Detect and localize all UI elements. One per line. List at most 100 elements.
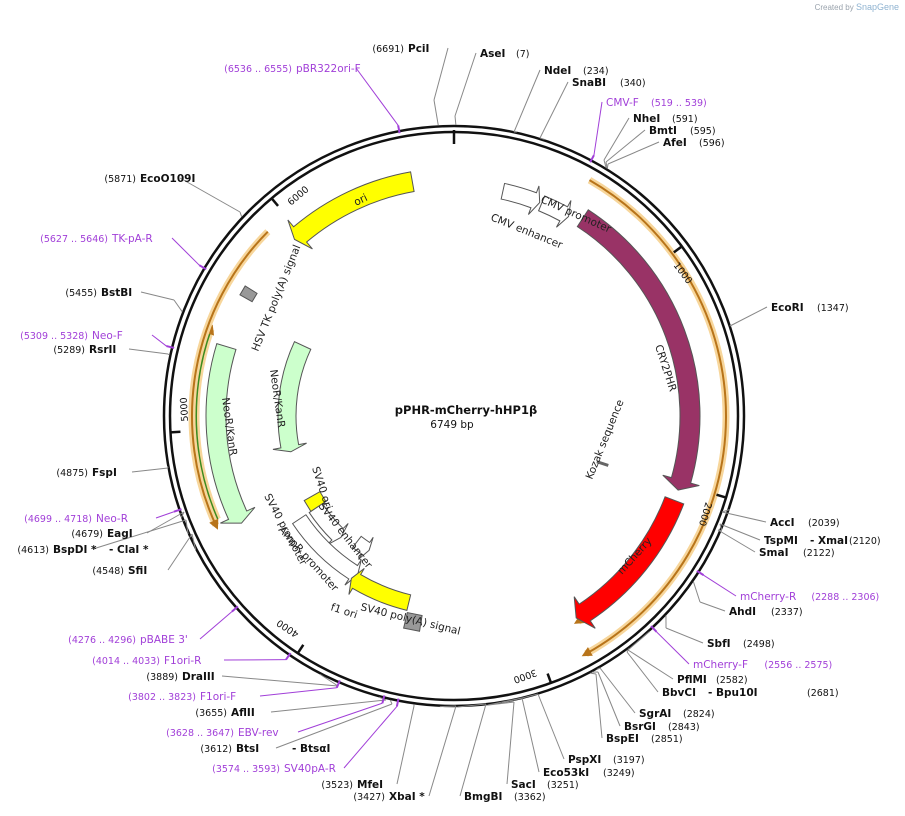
feature-hsv-tk-poly-a-signal-6	[239, 285, 258, 303]
site-leader2-24	[275, 703, 393, 749]
site-pos2-24: - BtsαI	[292, 743, 330, 755]
site-name-15: SgrAI	[639, 708, 671, 720]
feature-f1-ori-13	[348, 567, 412, 611]
feature-mcherry-4	[573, 496, 685, 629]
primer-pos-4: (4276 .. 4296)	[68, 635, 136, 646]
site-name-1: AseI	[480, 48, 505, 60]
primer-leader-6	[259, 687, 337, 697]
snapgene-credit: Created by SnapGene	[815, 2, 899, 12]
site-leader2-11	[699, 601, 726, 612]
plasmid-name: pPHR-mCherry-hHP1β	[395, 403, 537, 417]
site-pos-16: (2843)	[668, 722, 700, 733]
site-leader2-18	[537, 693, 565, 760]
site-leader-5	[605, 161, 608, 169]
site-leader2-22	[428, 705, 457, 797]
site-leader2-8	[721, 511, 767, 523]
kozak-label: Kozak sequence	[584, 398, 627, 481]
primer-pos-0: (6536 .. 6555)	[224, 64, 292, 75]
site-pos-27: (4548)	[92, 566, 124, 577]
site-leader-17	[590, 672, 597, 675]
site-pos-21: (3362)	[514, 792, 546, 803]
site-leader-8	[721, 509, 730, 513]
sv40-polya-label: SV40 poly(A) signal	[359, 601, 461, 637]
site-name-31: RsrII	[89, 344, 116, 356]
orf-neor-inner-arc	[195, 324, 219, 520]
site-leader2-26	[221, 675, 339, 687]
tick-label-3000: 3000	[512, 666, 538, 685]
site-pos-22: (3427)	[353, 792, 385, 803]
site-name-12: SbfI	[707, 638, 731, 650]
site-name-32: BstBI	[101, 287, 132, 299]
site-pos-11: (2337)	[771, 607, 803, 618]
primer-leader-0	[355, 67, 399, 126]
site-pos-20: (3251)	[547, 780, 579, 791]
site-leader-21	[457, 703, 487, 708]
plasmid-length: 6749 bp	[430, 419, 474, 431]
site-name-13: PflMI	[677, 674, 707, 686]
primer-mark-6	[335, 680, 341, 689]
site-leader2-32	[140, 291, 175, 301]
tick-label-4000: 4000	[275, 617, 301, 639]
primer-leader-3	[656, 631, 690, 665]
primer-leader-1	[593, 101, 603, 156]
site-leader2-0	[433, 47, 449, 101]
primer-name-11: TK-pA-R	[111, 233, 153, 245]
site-name-28: BspDI *	[53, 544, 97, 556]
primer-name-0: pBR322ori-F	[296, 63, 361, 75]
site-pos-26: (3889)	[146, 672, 178, 683]
site-name-17: BspEI	[606, 733, 639, 745]
tick-label-5000: 5000	[179, 397, 191, 422]
site-name-30: FspI	[92, 467, 117, 479]
site-pos-29: (4679)	[71, 529, 103, 540]
primer-pos-5: (4014 .. 4033)	[92, 656, 160, 667]
site-pos-24: (3612)	[200, 744, 232, 755]
primer-leader-4	[199, 611, 233, 640]
site-leader-27	[191, 533, 197, 551]
site-name-18: PspXI	[568, 754, 601, 766]
primer-leader-7	[297, 702, 383, 733]
site-name-19: Eco53kI	[543, 767, 589, 779]
primer-mark-5	[285, 652, 292, 661]
primer-name-10: Neo-F	[92, 330, 123, 342]
site-pos2-28: - ClaI *	[109, 544, 149, 556]
primer-name-8: SV40pA-R	[284, 763, 336, 775]
primer-mark-11	[198, 264, 207, 271]
site-pos-31: (5289)	[53, 345, 85, 356]
primer-leader-11	[171, 237, 200, 266]
primer-mark-7	[381, 695, 386, 704]
site-leader2-19	[521, 697, 540, 773]
site-leader2-29	[146, 511, 185, 534]
site-name-27: SfiI	[128, 565, 147, 577]
site-pos-1: (7)	[516, 49, 529, 60]
site-leader2-17	[595, 673, 603, 739]
site-name-23: MfeI	[357, 779, 383, 791]
site-leader2-20	[506, 701, 515, 785]
primer-mark-2	[696, 570, 705, 576]
site-leader-14	[626, 648, 630, 653]
site-leader-33	[239, 211, 243, 218]
site-name-10: SmaI	[759, 547, 789, 559]
orf-neor-outer-arc	[191, 230, 269, 530]
primer-name-2: mCherry-R	[740, 591, 796, 603]
site-leader-29	[180, 511, 185, 518]
primer-leader-8	[343, 706, 398, 769]
site-name-20: SacI	[511, 779, 536, 791]
site-pos-10: (2122)	[803, 548, 835, 559]
site-leader2-3	[539, 81, 569, 139]
feature-ori-5	[287, 171, 415, 250]
site-leader-6	[606, 163, 609, 169]
site-leader2-4	[603, 117, 630, 161]
site-leader2-10	[717, 529, 756, 553]
site-pos-25: (3655)	[195, 708, 227, 719]
site-leader2-7	[729, 306, 768, 327]
site-leader-13	[627, 630, 651, 651]
primer-pos-3: (2556 .. 2575)	[764, 660, 832, 671]
site-pos-19: (3249)	[603, 768, 635, 779]
primer-leader-9	[155, 511, 175, 519]
site-leader2-5	[605, 129, 646, 163]
site-pos-23: (3523)	[321, 780, 353, 791]
site-name-21: BmgBI	[464, 791, 502, 803]
site-name-0: PciI	[408, 43, 429, 55]
